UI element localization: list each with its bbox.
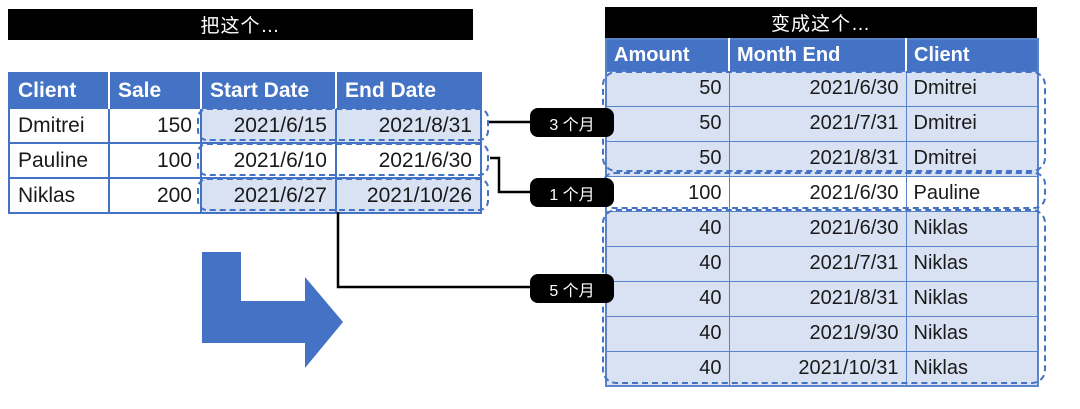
end-date-cell: 2021/8/31 [335,107,482,144]
bent-right-arrow-icon [202,252,343,368]
sale-cell: 200 [108,177,202,214]
table-row: Dmitrei 150 2021/6/15 2021/8/31 [8,107,482,144]
column-header-client: Client [906,39,1038,71]
amount-cell: 40 [605,245,730,282]
table-row: Pauline 100 2021/6/10 2021/6/30 [8,142,482,179]
amount-cell: 50 [605,70,730,107]
client-cell: Dmitrei [8,107,110,144]
table-row: 40 2021/10/31 Niklas [605,350,1039,387]
column-header-start-date: Start Date [201,73,337,108]
client-cell: Niklas [905,280,1039,317]
connector-5-months [336,212,532,289]
table-row: 40 2021/7/31 Niklas [605,245,1039,282]
source-table: Client Sale Start Date End Date Dmitrei … [8,72,482,214]
client-cell: Niklas [8,177,110,214]
end-date-cell: 2021/10/26 [335,177,482,214]
duration-label-5-months: 5 个月 [530,274,614,303]
amount-cell: 40 [605,210,730,247]
client-cell: Dmitrei [905,70,1039,107]
sale-cell: 100 [108,142,202,179]
duration-label-3-months: 3 个月 [530,108,614,137]
connector-1-month [490,156,532,194]
month-end-cell: 2021/7/31 [728,105,907,142]
client-cell: Niklas [905,350,1039,387]
start-date-cell: 2021/6/27 [200,177,337,214]
table-row: 40 2021/8/31 Niklas [605,280,1039,317]
column-header-sale: Sale [109,73,202,108]
amount-cell: 40 [605,350,730,387]
start-date-cell: 2021/6/10 [200,142,337,179]
client-cell: Niklas [905,245,1039,282]
client-cell: Dmitrei [905,105,1039,142]
table-row: 50 2021/6/30 Dmitrei [605,70,1039,107]
client-cell: Pauline [905,175,1039,212]
table-row: 40 2021/9/30 Niklas [605,315,1039,352]
month-end-cell: 2021/6/30 [728,70,907,107]
result-table: Amount Month End Client 50 2021/6/30 Dmi… [605,38,1039,387]
column-header-client: Client [9,73,110,108]
table-row: 40 2021/6/30 Niklas [605,210,1039,247]
column-header-amount: Amount [606,39,730,71]
amount-cell: 100 [605,175,730,212]
left-title-bar: 把这个… [8,9,473,40]
start-date-cell: 2021/6/15 [200,107,337,144]
month-end-cell: 2021/9/30 [728,315,907,352]
table-row: 50 2021/8/31 Dmitrei [605,140,1039,177]
right-title-bar: 变成这个… [605,7,1037,38]
amount-cell: 40 [605,315,730,352]
month-end-cell: 2021/6/30 [728,175,907,212]
result-table-header-row: Amount Month End Client [606,39,1038,71]
month-end-cell: 2021/8/31 [728,140,907,177]
amount-cell: 40 [605,280,730,317]
source-table-header-row: Client Sale Start Date End Date [9,73,481,108]
table-row: 100 2021/6/30 Pauline [605,175,1039,212]
duration-label-1-month: 1 个月 [530,178,614,207]
table-row: 50 2021/7/31 Dmitrei [605,105,1039,142]
client-cell: Pauline [8,142,110,179]
client-cell: Niklas [905,210,1039,247]
client-cell: Dmitrei [905,140,1039,177]
client-cell: Niklas [905,315,1039,352]
month-end-cell: 2021/10/31 [728,350,907,387]
amount-cell: 50 [605,140,730,177]
column-header-end-date: End Date [336,73,481,108]
month-end-cell: 2021/8/31 [728,280,907,317]
sale-cell: 150 [108,107,202,144]
end-date-cell: 2021/6/30 [335,142,482,179]
month-end-cell: 2021/6/30 [728,210,907,247]
amount-cell: 50 [605,105,730,142]
table-row: Niklas 200 2021/6/27 2021/10/26 [8,177,482,214]
column-header-month-end: Month End [729,39,907,71]
month-end-cell: 2021/7/31 [728,245,907,282]
